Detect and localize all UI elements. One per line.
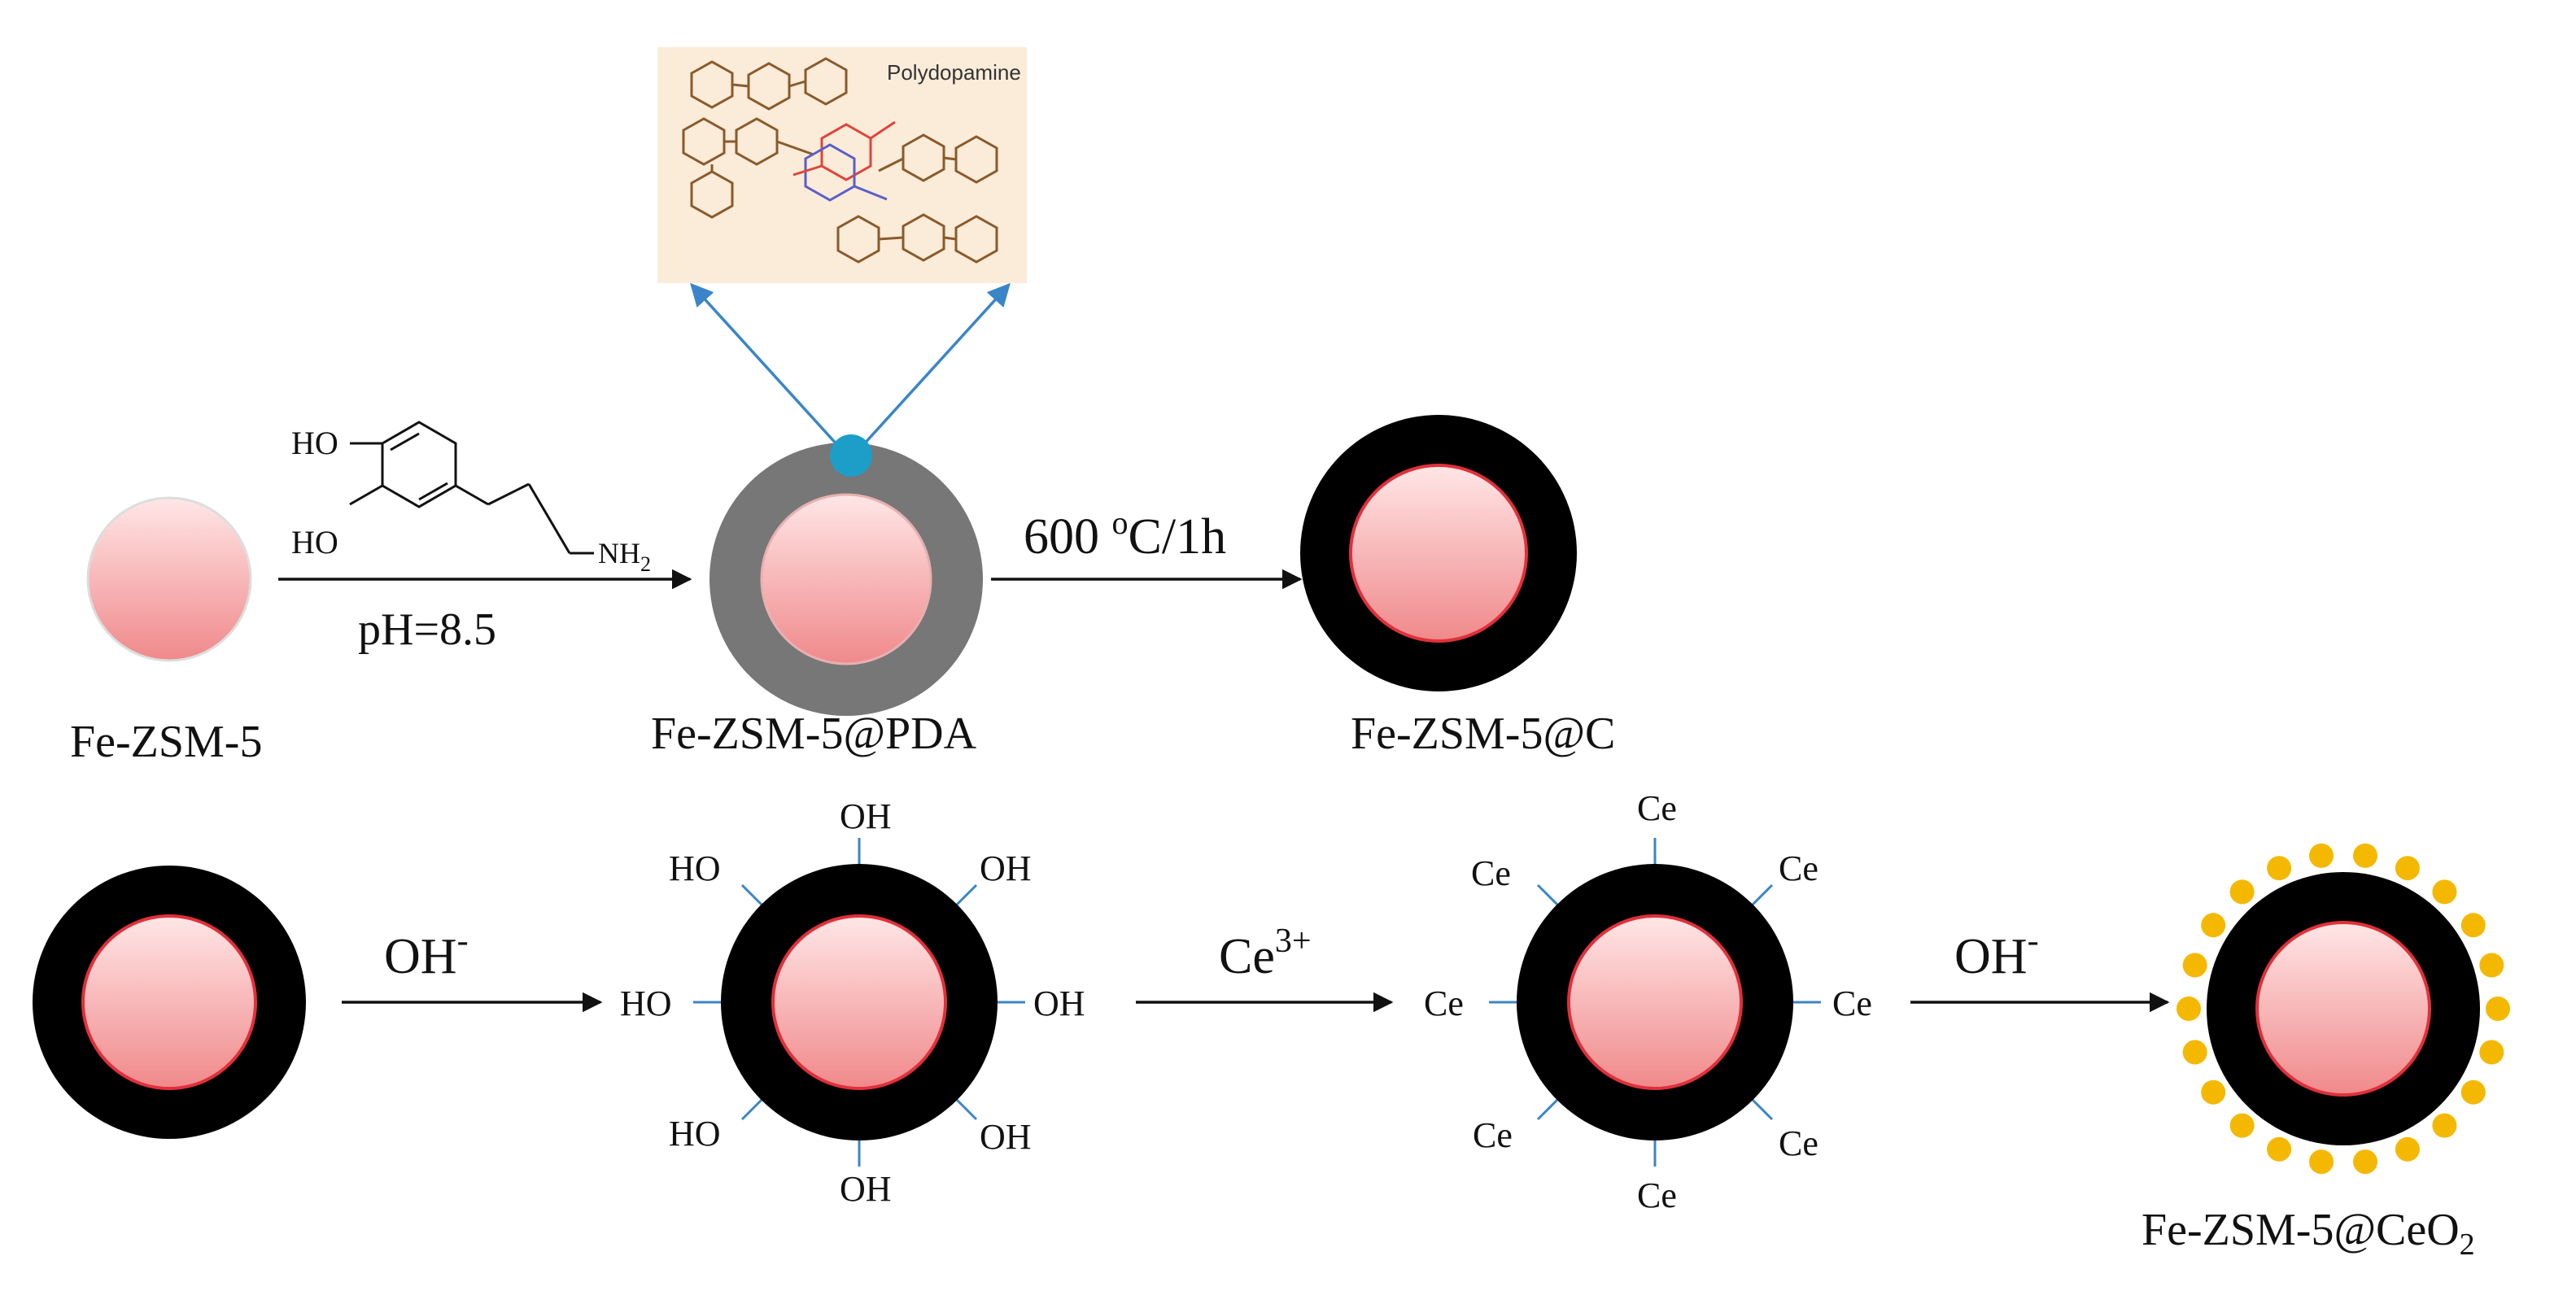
- step1-condition: pH=8.5: [358, 604, 496, 655]
- pda-marker-dot: [830, 434, 872, 477]
- ce-particle-core: [1567, 914, 1743, 1090]
- fe-zsm5-ceo2-particle: [2177, 843, 2510, 1175]
- hydroxylated-core: [771, 914, 947, 1090]
- ceo2-particle-core: [2255, 921, 2431, 1097]
- ce-label-right: Ce: [1832, 984, 1872, 1023]
- ceo2-dot: [2182, 1040, 2207, 1065]
- fe-zsm5-core: [86, 496, 252, 662]
- polydopamine-structure: [682, 57, 998, 264]
- ceo2-dot: [2229, 879, 2255, 905]
- label-fe-zsm5-pda: Fe-ZSM-5@PDA: [651, 709, 977, 759]
- fe-zsm5-pda-particle: [709, 434, 983, 716]
- ho-label-top-left: HO: [669, 848, 721, 888]
- inset-background: [657, 47, 1027, 283]
- fe-zsm5-c-particle: [1300, 415, 1577, 691]
- dopamine-molecule: HO HO NH2: [291, 421, 651, 576]
- ce-label-top-right: Ce: [1779, 848, 1818, 888]
- dopamine-ho-bottom: HO: [291, 524, 338, 560]
- oh-label-right: OH: [1033, 984, 1085, 1023]
- zoom-arrow-left: [690, 282, 840, 447]
- ce-label-top: Ce: [1637, 788, 1677, 828]
- oh-label-bottom: OH: [840, 1169, 892, 1209]
- ceo2-dot: [2267, 856, 2292, 881]
- ce-label-bottom-left: Ce: [1473, 1115, 1513, 1155]
- ceo2-dot: [2309, 1149, 2334, 1175]
- polydopamine-inset: Polydopamine: [657, 47, 1027, 283]
- ceo2-dot: [2486, 997, 2510, 1021]
- ceo2-dot: [2267, 1136, 2292, 1162]
- ceo2-dot: [2432, 1113, 2457, 1138]
- label-fe-zsm5: Fe-ZSM-5: [70, 717, 262, 767]
- ceo2-dot: [2182, 953, 2207, 978]
- zoom-arrows: [690, 282, 1011, 447]
- ceo2-dot: [2395, 856, 2420, 881]
- pda-core: [760, 493, 932, 665]
- ce-label-top-left: Ce: [1471, 853, 1511, 893]
- ceo2-dot: [2460, 913, 2486, 938]
- step5-reagent: OH-: [1954, 922, 2039, 984]
- ceo2-dot: [2432, 879, 2457, 905]
- ho-label-left: HO: [620, 984, 672, 1023]
- ceo2-dot: [2479, 953, 2504, 978]
- ceo2-dot: [2201, 913, 2226, 938]
- ce-label-left: Ce: [1424, 984, 1464, 1023]
- inset-title: Polydopamine: [887, 60, 1021, 85]
- ceo2-dot: [2353, 843, 2377, 868]
- step4-reagent: Ce3+: [1219, 922, 1312, 984]
- ceo2-dot: [2177, 997, 2201, 1021]
- ceo2-dot: [2229, 1113, 2255, 1138]
- ceo2-dot: [2201, 1079, 2226, 1105]
- ceo2-nanoparticles: [2177, 843, 2510, 1175]
- fe-zsm5-particle: [86, 496, 252, 662]
- ce-label-bottom-right: Ce: [1779, 1123, 1818, 1163]
- ce-label-bottom: Ce: [1637, 1175, 1677, 1215]
- ceo2-dot: [2353, 1149, 2377, 1175]
- label-fe-zsm5-c: Fe-ZSM-5@C: [1351, 709, 1615, 759]
- oh-label-top-right: OH: [980, 848, 1032, 888]
- ceo2-dot: [2395, 1136, 2420, 1162]
- polydopamine-core-fragment: [792, 120, 896, 202]
- ceo2-dot: [2309, 843, 2334, 868]
- zoom-arrow-right: [861, 282, 1011, 447]
- label-fe-zsm5-ceo2: Fe-ZSM-5@CeO2: [2142, 1205, 2475, 1262]
- dopamine-nh2: NH2: [598, 537, 651, 576]
- ceo2-dot: [2479, 1040, 2504, 1065]
- row2-carbon-core: [81, 914, 257, 1090]
- oh-label-bottom-right: OH: [980, 1117, 1032, 1157]
- row2-carbon-particle: [33, 866, 306, 1139]
- ho-label-bottom-left: HO: [669, 1114, 721, 1154]
- ce-adsorbed-particle: Ce Ce Ce Ce Ce Ce Ce Ce: [1424, 788, 1872, 1215]
- dopamine-ho-top: HO: [291, 425, 338, 461]
- hydroxylated-particle: OH OH OH OH OH HO HO HO: [620, 796, 1085, 1209]
- carbon-core: [1349, 464, 1528, 643]
- oh-label-top: OH: [840, 796, 892, 836]
- ceo2-dot: [2460, 1079, 2486, 1105]
- step3-reagent: OH-: [384, 922, 469, 984]
- step2-condition: 600 oC/1h: [1024, 504, 1226, 565]
